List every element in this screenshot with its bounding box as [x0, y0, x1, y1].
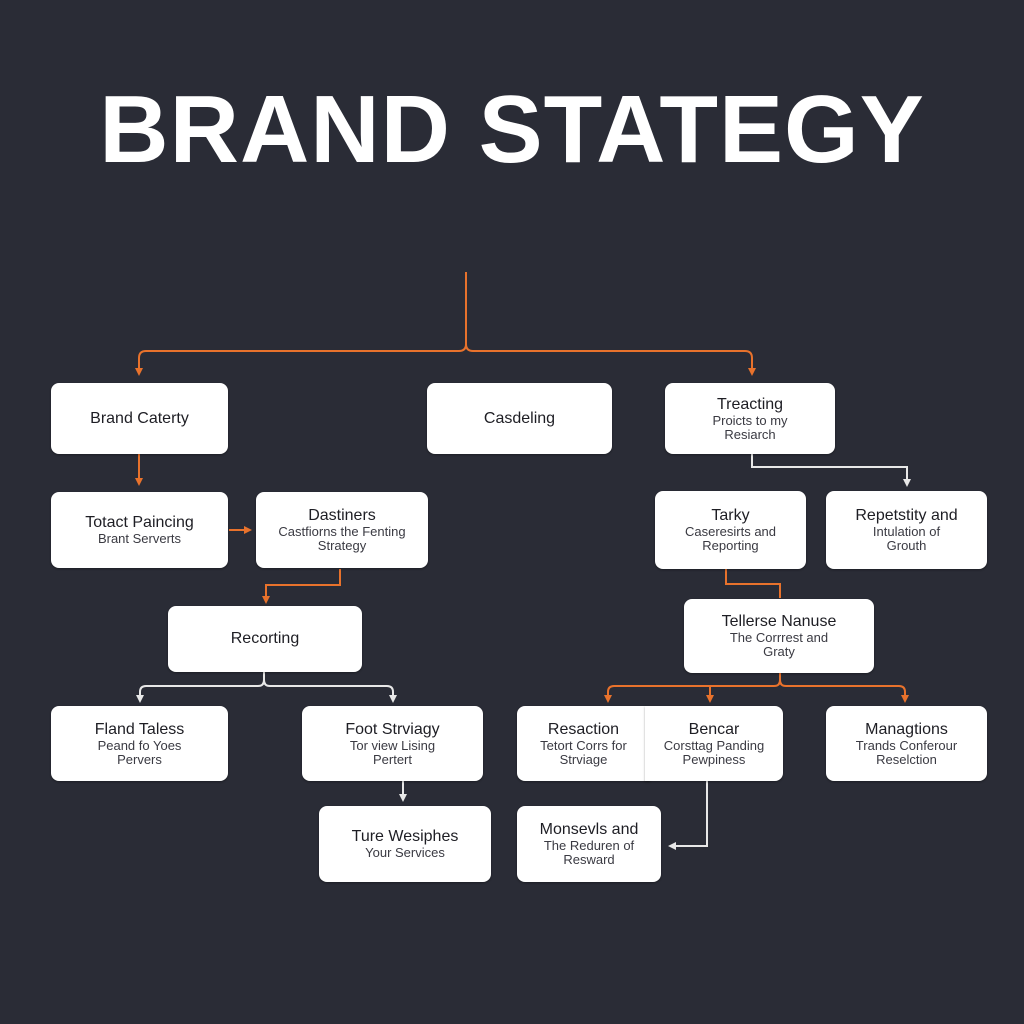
node-subtitle: Caseresirts and Reporting: [684, 524, 777, 553]
link-recorting-split: [136, 672, 265, 703]
node-subtitle: The Reduren of Resward: [543, 838, 635, 867]
node-title: Casdeling: [483, 409, 556, 427]
node-resaction[interactable]: Resaction Tetort Corrs for Strviage: [517, 706, 650, 781]
node-brand-caterty[interactable]: Brand Caterty: [51, 383, 228, 454]
node-title: Monsevls and: [539, 821, 639, 838]
node-fland-taless[interactable]: Fland Taless Peand fo Yoes Pervers: [51, 706, 228, 781]
node-subtitle: Tor view Lising Pertert: [349, 737, 436, 767]
node-title: Ture Wesiphes: [351, 828, 459, 845]
node-casdeling[interactable]: Casdeling: [427, 383, 612, 454]
node-foot-strviagy[interactable]: Foot Strviagy Tor view Lising Pertert: [302, 706, 483, 781]
link-tarky-tellerse: [725, 569, 781, 598]
node-title: Foot Strviagy: [345, 720, 440, 738]
node-subtitle: Your Services: [365, 845, 445, 860]
link-dastiners-recorting: [262, 569, 341, 604]
node-totact-paincing[interactable]: Totact Paincing Brant Serverts: [51, 492, 228, 568]
node-title: Repetstity and: [855, 507, 958, 524]
diagram-title: BRAND STATEGY: [99, 76, 925, 183]
node-repetstity[interactable]: Repetstity and Intulation of Grouth: [826, 491, 987, 569]
node-bencar[interactable]: Bencar Corsttag Panding Pewpiness: [645, 706, 783, 781]
link-bencar-monsevls: [668, 781, 708, 850]
node-title: Recorting: [230, 630, 300, 647]
node-title: Totact Paincing: [85, 514, 194, 531]
link-tellerse-split: [604, 673, 781, 703]
node-ture-wesiphes[interactable]: Ture Wesiphes Your Services: [319, 806, 491, 882]
node-monsevls[interactable]: Monsevls and The Reduren of Resward: [517, 806, 661, 882]
node-subtitle: Intulation of Grouth: [872, 524, 941, 553]
node-subtitle: Corsttag Panding Pewpiness: [663, 737, 765, 767]
node-subtitle: Castfiorns the Fenting Strategy: [278, 524, 406, 553]
node-subtitle: Trands Conferour Reselction: [855, 737, 958, 767]
node-title: Bencar: [688, 720, 740, 738]
node-recorting[interactable]: Recorting: [168, 606, 362, 672]
node-subtitle: The Corrrest and Graty: [729, 630, 829, 659]
node-title: Managtions: [865, 720, 948, 738]
link-tellerse-right: [779, 679, 909, 703]
link-treacting-repetstity: [751, 454, 911, 487]
link-recorting-right: [263, 679, 397, 703]
node-subtitle: Brant Serverts: [97, 531, 182, 546]
node-tellerse-nanuse[interactable]: Tellerse Nanuse The Corrrest and Graty: [684, 599, 874, 673]
node-title: Resaction: [547, 720, 620, 738]
node-title: Brand Caterty: [90, 409, 189, 427]
node-subtitle: Tetort Corrs for Strviage: [540, 737, 627, 767]
node-subtitle: Proicts to my Resiarch: [712, 412, 788, 442]
node-title: Fland Taless: [94, 720, 185, 738]
trunk-right-line: [465, 343, 756, 376]
node-tarky[interactable]: Tarky Caseresirts and Reporting: [655, 491, 806, 569]
node-dastiners[interactable]: Dastiners Castfiorns the Fenting Strateg…: [256, 492, 428, 568]
node-managtions[interactable]: Managtions Trands Conferour Reselction: [826, 706, 987, 781]
node-title: Dastiners: [308, 507, 376, 524]
node-title: Tarky: [711, 507, 750, 524]
trunk-line: [135, 272, 467, 376]
node-title: Tellerse Nanuse: [721, 613, 837, 630]
node-subtitle: Peand fo Yoes Pervers: [97, 737, 182, 767]
node-title: Treacting: [716, 395, 784, 413]
node-treacting[interactable]: Treacting Proicts to my Resiarch: [665, 383, 835, 454]
